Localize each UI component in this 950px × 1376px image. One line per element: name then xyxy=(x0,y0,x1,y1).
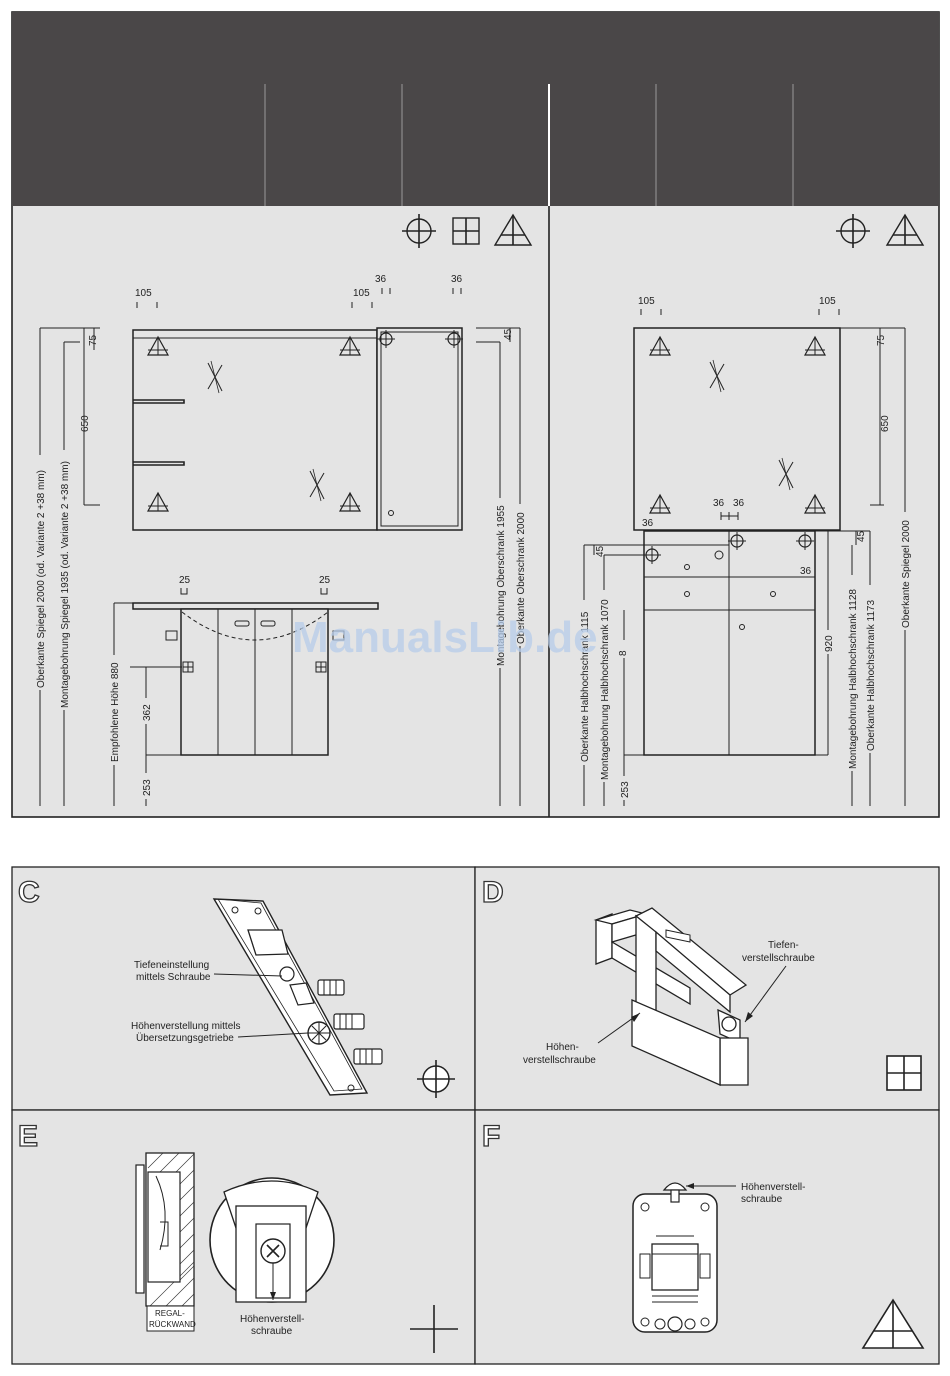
dim-105-right-a: 105 xyxy=(638,296,655,307)
watermark: ManualsLib.de xyxy=(292,613,598,662)
dim-362: 362 xyxy=(142,704,153,721)
dim-45-right-a: 45 xyxy=(595,545,606,557)
label-schraube-f: schraube xyxy=(741,1194,783,1205)
panel-e-letter: E xyxy=(18,1120,38,1153)
label-oberkante-oberschrank: Oberkante Oberschrank 2000 xyxy=(516,512,527,644)
label-mittels-schraube: mittels Schraube xyxy=(136,972,211,983)
dim-105-left: 105 xyxy=(135,288,152,299)
header-column-lines xyxy=(264,84,794,206)
dim-36-e: 36 xyxy=(642,518,654,529)
label-oberkante-spiegel-left: Oberkante Spiegel 2000 (od. Variante 2 +… xyxy=(36,470,47,688)
dim-25-b: 25 xyxy=(319,575,331,586)
panel-d-letter: D xyxy=(482,876,504,909)
label-verstellschraube-d2: verstellschraube xyxy=(523,1055,596,1066)
dim-75-left: 75 xyxy=(88,334,99,346)
label-montage-spiegel-left: Montagebohrung Spiegel 1935 (od. Variant… xyxy=(60,461,71,708)
label-oberkante-halb-1173: Oberkante Halbhochschrank 1173 xyxy=(866,600,877,751)
label-hoehenverstellung: Höhenverstellung mittels xyxy=(131,1021,241,1032)
panel-f-letter: F xyxy=(482,1120,500,1153)
label-verstellschraube-d1: verstellschraube xyxy=(742,953,815,964)
label-oberkante-halb-1115: Oberkante Halbhochschrank 1115 xyxy=(580,611,591,762)
dim-650-left: 650 xyxy=(80,415,91,432)
dim-75-right: 75 xyxy=(876,334,887,346)
dim-36-a: 36 xyxy=(375,274,387,285)
panel-e: E REGAL- RÜCKWAND Höhenverstell- schraub… xyxy=(17,1119,458,1353)
dim-920: 920 xyxy=(824,635,835,652)
dim-253-left: 253 xyxy=(142,779,153,796)
label-hoehen: Höhen- xyxy=(546,1042,579,1053)
label-regal: REGAL- xyxy=(155,1309,185,1318)
legend-square-d xyxy=(886,1055,922,1091)
label-oberkante-spiegel-right: Oberkante Spiegel 2000 xyxy=(901,520,912,628)
dim-105-right: 105 xyxy=(353,288,370,299)
right-elevation-drawing: 105 105 36 36 36 36 45 Oberkante xyxy=(578,296,912,806)
dim-36-f: 36 xyxy=(800,566,812,577)
header-band xyxy=(12,12,939,206)
panel-c-letter: C xyxy=(18,876,40,909)
dim-45-left: 45 xyxy=(503,328,514,340)
dim-650-right: 650 xyxy=(880,415,891,432)
dim-36-c: 36 xyxy=(713,498,725,509)
dim-36-b: 36 xyxy=(451,274,463,285)
dim-45-right-b: 45 xyxy=(856,530,867,542)
label-tiefeneinstellung: Tiefeneinstellung xyxy=(134,960,209,971)
label-hoehenverstell-f: Höhenverstell- xyxy=(741,1182,805,1193)
panel-d: D Tiefen- verstellschraube Höhen- verste… xyxy=(481,875,922,1091)
label-schraube-e: schraube xyxy=(251,1326,293,1337)
label-tiefen: Tiefen- xyxy=(768,940,799,951)
legend-triangle-f xyxy=(861,1298,925,1349)
label-montage-oberschrank: Montagebohrung Oberschrank 1955 xyxy=(496,505,507,666)
dim-8x: 8 xyxy=(618,650,629,656)
dim-253-right: 253 xyxy=(620,781,631,798)
label-hoehenverstell-e: Höhenverstell- xyxy=(240,1314,304,1325)
panel-c: C Tiefeneinstellung mittels Schraube Höh… xyxy=(17,875,455,1098)
label-montage-halb-1128: Montagebohrung Halbhochschrank 1128 xyxy=(848,589,859,769)
label-montage-halb-1070: Montagebohrung Halbhochschrank 1070 xyxy=(600,599,611,780)
legend-symbols-left xyxy=(402,213,533,248)
dim-105-right-b: 105 xyxy=(819,296,836,307)
panel-f: F Höhenverstell- schraube xyxy=(481,1119,925,1349)
left-elevation-drawing: 105 105 36 36 75 650 Oberkante Spiegel 2… xyxy=(34,274,527,806)
dim-25-a: 25 xyxy=(179,575,191,586)
legend-symbols-right xyxy=(836,213,925,248)
dim-36-d: 36 xyxy=(733,498,745,509)
legend-cross-e xyxy=(410,1305,458,1353)
label-uebersetzungsgetriebe: Übersetzungsgetriebe xyxy=(136,1032,234,1044)
label-rueckwand: RÜCKWAND xyxy=(149,1320,196,1329)
label-empfohlene-hoehe: Empfohlene Höhe 880 xyxy=(110,662,121,762)
